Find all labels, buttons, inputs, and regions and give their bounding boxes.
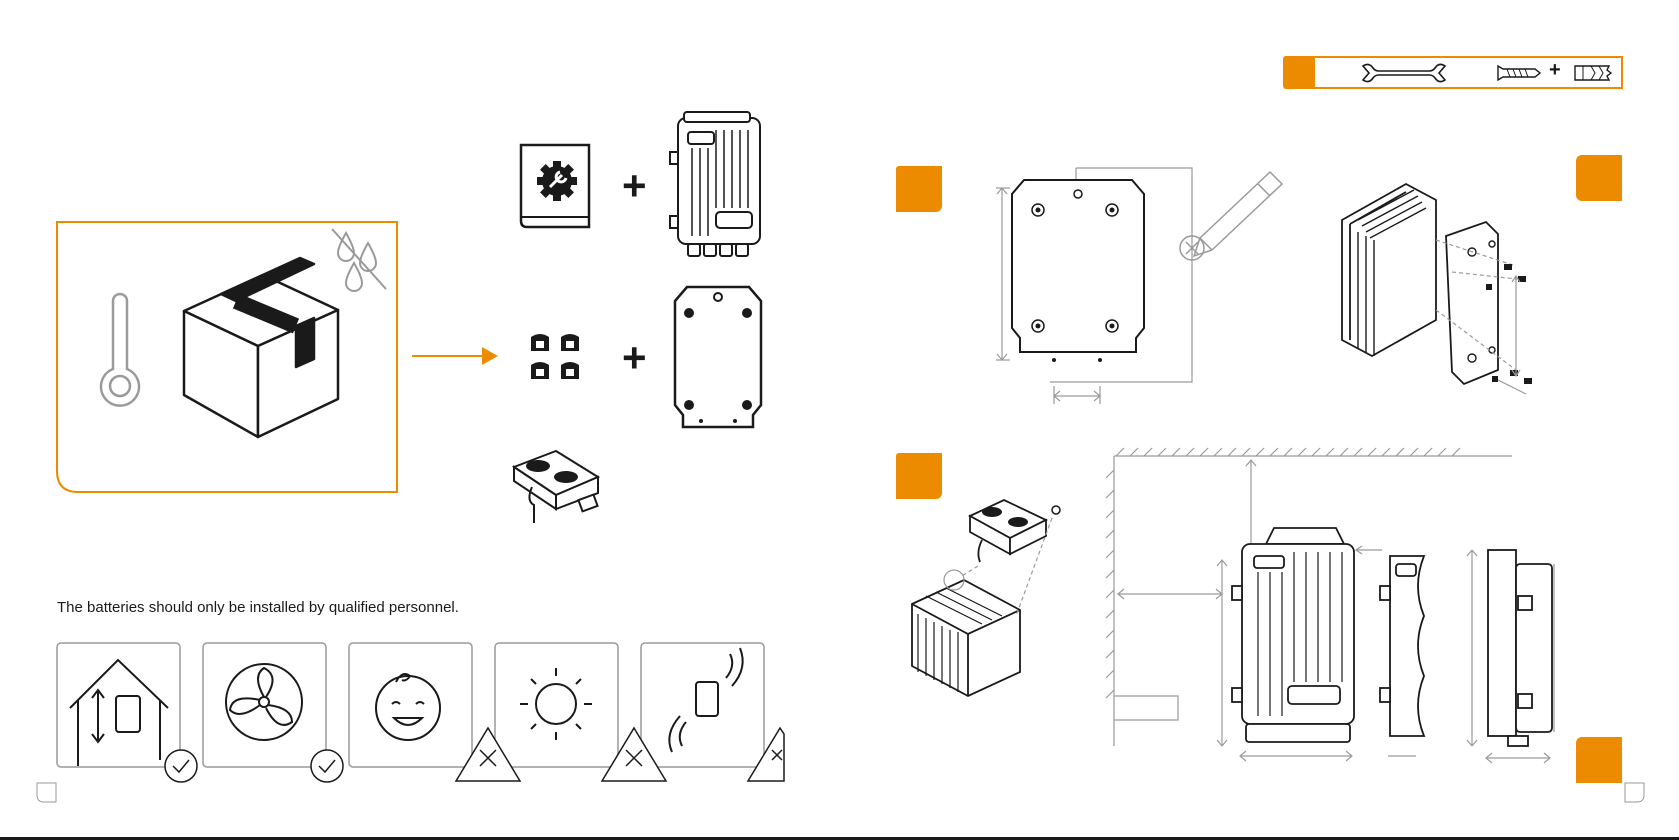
mark-drill-holes-diagram (990, 160, 1280, 410)
thermometer-icon (101, 294, 139, 406)
plus-sign: + (622, 166, 647, 206)
step-marker (1576, 737, 1622, 783)
installation-conditions-row (56, 642, 784, 784)
indoor-installation-icon (70, 660, 168, 766)
clearance-distances-diagram (1106, 446, 1556, 768)
cable-gland-set-icon (528, 333, 584, 385)
condition-tile (203, 643, 326, 767)
inverter-unit-icon (670, 112, 766, 262)
fan-ventilation-icon (226, 664, 302, 740)
tools-bar: + (1283, 56, 1623, 89)
storage-conditions-panel (56, 221, 398, 493)
condition-tile (349, 643, 472, 767)
condition-tile (495, 643, 618, 767)
wrench-icon (1359, 62, 1449, 84)
cross-badge-icon (602, 728, 666, 781)
plus-sign: + (622, 338, 647, 378)
wall-plug-icon (1573, 64, 1613, 82)
check-badge-icon (311, 750, 343, 782)
vibration-icon (669, 648, 742, 752)
manual-book-icon (519, 143, 591, 231)
arrow-right-icon (412, 345, 498, 367)
tools-bar-accent (1283, 56, 1315, 89)
sunlight-icon (520, 668, 592, 740)
fan-kit-icon (510, 449, 602, 529)
cardboard-box-icon (184, 258, 338, 437)
cross-badge-icon (456, 728, 520, 781)
condition-tile (641, 643, 764, 767)
cross-badge-icon (748, 728, 784, 781)
tools-plus: + (1549, 59, 1561, 82)
mounting-plate-outline (1012, 180, 1144, 362)
attach-fan-kit-diagram (906, 496, 1056, 696)
inverter-front-view (1232, 528, 1354, 742)
check-badge-icon (165, 750, 197, 782)
pencil-icon (1180, 172, 1282, 260)
mounting-plate-icon (673, 285, 763, 430)
step-marker (896, 166, 942, 212)
screw-icon (1497, 64, 1541, 82)
safety-caption: The batteries should only be installed b… (57, 599, 459, 616)
page-corner-mark (36, 782, 58, 804)
page-corner-mark (1624, 782, 1646, 804)
child-face-icon (376, 674, 440, 740)
mount-unit-on-plate-diagram (1336, 180, 1576, 410)
no-water-drops-icon (332, 229, 386, 291)
inverter-side-cut-view (1380, 556, 1424, 736)
step-marker (896, 453, 942, 499)
step-marker (1576, 155, 1622, 201)
inverter-side-profile (1488, 550, 1552, 746)
